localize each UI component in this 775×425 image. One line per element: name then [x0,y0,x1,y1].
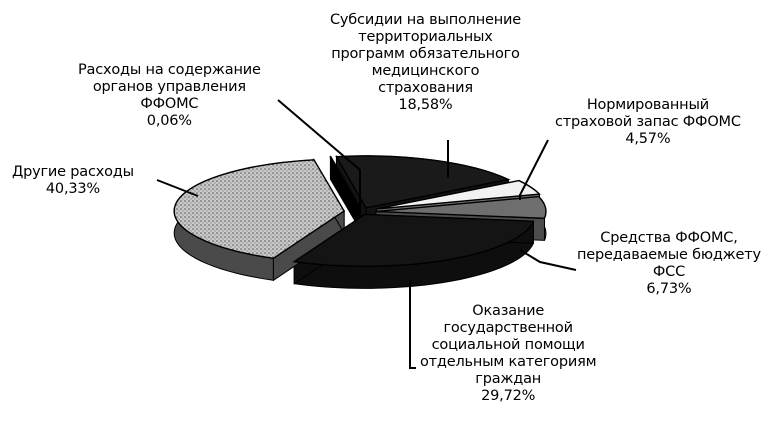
slice-reserve [376,179,541,210]
slice-label-subsidies: Субсидии на выполнение территориальных п… [330,12,521,113]
leader-line-social-aid [409,280,416,369]
slice-subsidies [335,155,511,209]
slice-label-social-aid: Оказание государственной социальной помо… [420,303,597,404]
slice-social-aid [292,213,535,268]
slice-other [173,159,346,260]
slice-fss [375,195,547,220]
slice-label-management: Расходы на содержание органов управления… [78,62,261,129]
leader-line-other [156,179,199,197]
slice-management [329,156,362,209]
leader-line-reserve [519,139,549,200]
slice-label-reserve: Нормированный страховой запас ФФОМС 4,57… [555,97,741,147]
slice-label-other: Другие расходы 40,33% [12,164,134,197]
leader-line-fss [519,249,577,271]
leader-line-management [277,99,361,210]
slice-label-fss: Средства ФФОМС, передаваемые бюджету ФСС… [577,230,761,297]
